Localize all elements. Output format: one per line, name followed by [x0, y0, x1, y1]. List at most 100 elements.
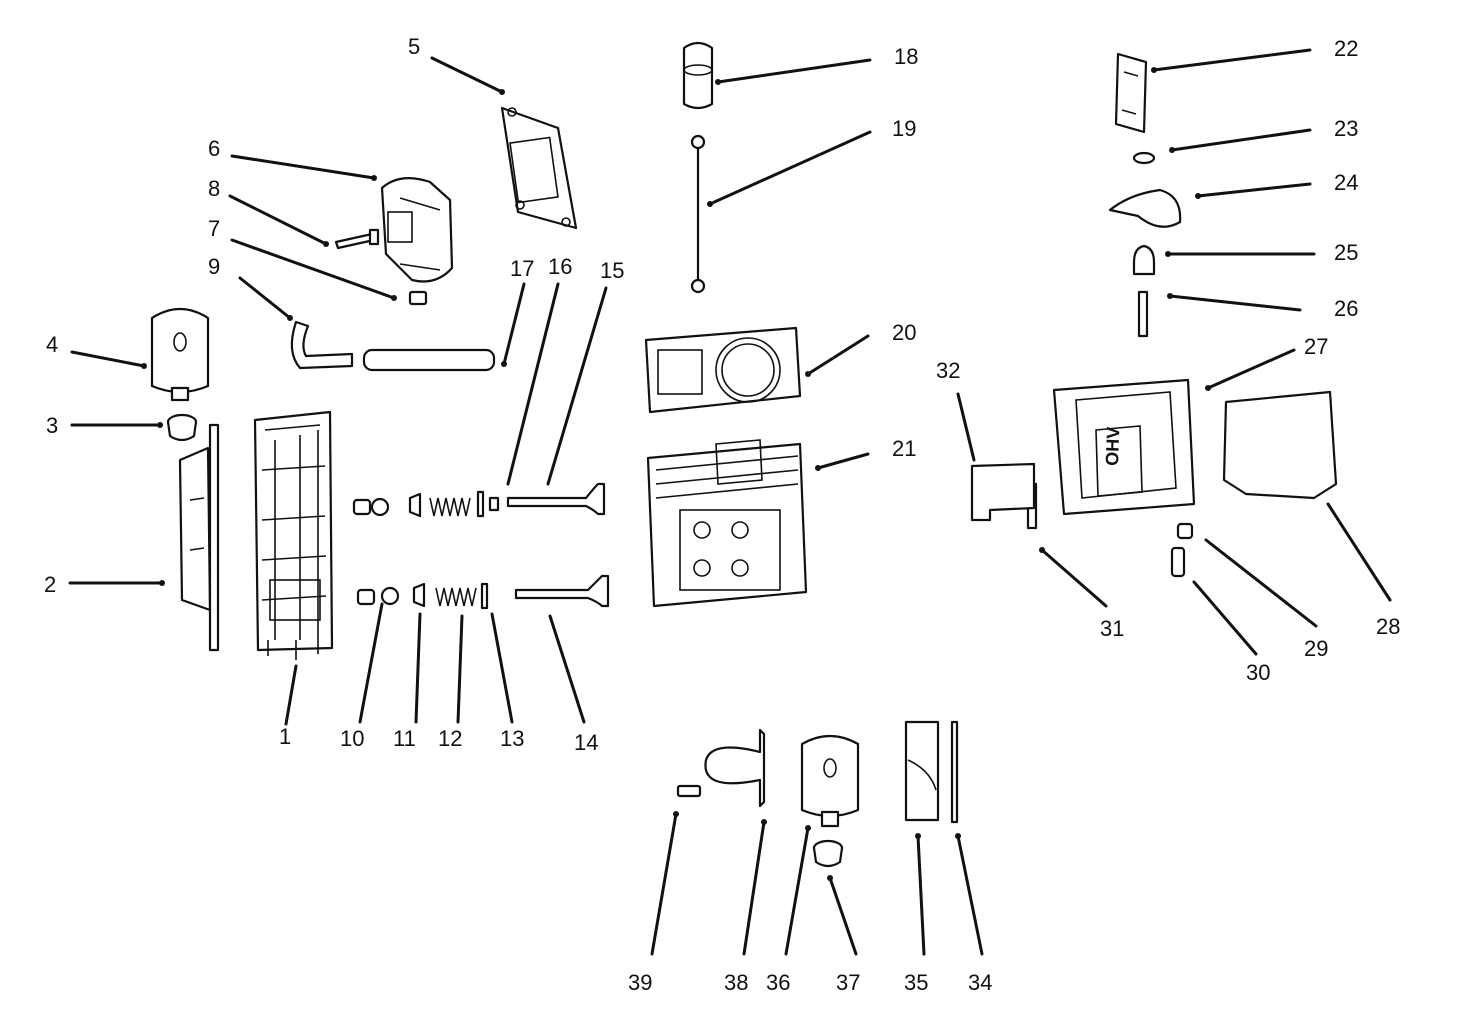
- leader-18: [716, 58, 872, 84]
- part-18-tappet: [682, 41, 714, 110]
- leader-19: [708, 130, 872, 206]
- callout-11: 11: [393, 726, 416, 751]
- part-23-washer: [1132, 151, 1156, 165]
- cover-logo-text: OHV: [1102, 426, 1123, 466]
- part-25-cap: [1132, 244, 1156, 276]
- leader-8: [228, 194, 328, 246]
- part-35-block: [904, 720, 940, 822]
- callout-24: 24: [1334, 170, 1358, 195]
- part-28-gasket: [1222, 390, 1338, 500]
- part-1-cylinder-head: [253, 410, 334, 660]
- callout-38: 38: [724, 970, 748, 995]
- callout-32: 32: [936, 358, 960, 383]
- leader-32: [956, 392, 976, 462]
- part-29-fitting: [1176, 522, 1194, 540]
- callout-3: 3: [46, 413, 58, 438]
- callout-35: 35: [904, 970, 928, 995]
- callout-15: 15: [600, 258, 624, 283]
- leader-22: [1152, 48, 1312, 72]
- leader-9: [238, 276, 292, 320]
- part-17-hose: [362, 348, 496, 372]
- valve-train-lower: [356, 582, 489, 610]
- part-30-fitting: [1170, 546, 1186, 578]
- callout-37: 37: [836, 970, 860, 995]
- part-20-head-gasket: [644, 326, 802, 414]
- part-19-pushrod: [690, 134, 706, 294]
- leader-39: [650, 812, 678, 956]
- callout-2: 2: [44, 572, 56, 597]
- leader-20: [806, 334, 870, 376]
- leader-27: [1206, 348, 1296, 390]
- leader-34: [956, 834, 984, 956]
- leader-21: [816, 452, 870, 470]
- leader-lines: [68, 48, 1392, 956]
- leader-13: [490, 612, 514, 724]
- part-36-canister: [800, 734, 860, 828]
- callout-29: 29: [1304, 636, 1328, 661]
- callout-27: 27: [1304, 334, 1328, 359]
- callout-25: 25: [1334, 240, 1358, 265]
- leader-15: [546, 286, 608, 486]
- callout-13: 13: [500, 726, 524, 751]
- callout-4: 4: [46, 332, 58, 357]
- part-14-valve: [514, 574, 610, 608]
- leader-11: [414, 612, 422, 724]
- callout-labels: 1 2 3 4 5 6 7 8 9 10 11 12 13 14 15 16 1…: [44, 34, 1400, 995]
- callout-28: 28: [1376, 614, 1400, 639]
- leader-4: [70, 350, 146, 368]
- callout-19: 19: [892, 116, 916, 141]
- part-15-valve: [506, 482, 606, 516]
- callout-26: 26: [1334, 296, 1358, 321]
- callout-23: 23: [1334, 116, 1358, 141]
- leader-1: [284, 664, 298, 726]
- callout-36: 36: [766, 970, 790, 995]
- leader-31: [1040, 548, 1108, 608]
- callout-12: 12: [438, 726, 462, 751]
- leader-36: [784, 826, 810, 956]
- part-7-nut: [408, 290, 428, 306]
- leader-35: [916, 834, 926, 956]
- callout-30: 30: [1246, 660, 1270, 685]
- leader-12: [456, 614, 464, 724]
- leader-29: [1204, 538, 1318, 628]
- part-2-side-plate: [178, 423, 220, 652]
- part-22-plate: [1114, 52, 1148, 134]
- callout-9: 9: [208, 254, 220, 279]
- callout-1: 1: [279, 724, 291, 749]
- callout-10: 10: [340, 726, 364, 751]
- part-8-bolt: [334, 228, 380, 250]
- callout-8: 8: [208, 176, 220, 201]
- callout-18: 18: [894, 44, 918, 69]
- part-9-elbow-hose: [290, 320, 354, 370]
- leader-14: [548, 614, 586, 724]
- part-39-screw: [676, 784, 702, 798]
- callout-5: 5: [408, 34, 420, 59]
- leader-28: [1326, 502, 1392, 602]
- callout-31: 31: [1100, 616, 1124, 641]
- part-27-valve-cover: OHV: [1052, 378, 1196, 516]
- leader-30: [1192, 580, 1258, 656]
- leader-6: [230, 154, 376, 180]
- callout-16: 16: [548, 254, 572, 279]
- callout-14: 14: [574, 730, 598, 755]
- callout-39: 39: [628, 970, 652, 995]
- leader-16: [506, 282, 560, 486]
- leader-17: [502, 282, 526, 366]
- valve-train-upper: [352, 490, 500, 518]
- leader-dots: [141, 67, 1211, 881]
- leader-24: [1196, 182, 1312, 198]
- leader-38: [742, 820, 766, 956]
- leader-23: [1170, 128, 1312, 152]
- part-3-cap: [166, 413, 198, 442]
- part-5-cover-plate: [500, 106, 578, 230]
- leader-7: [230, 238, 396, 300]
- callout-20: 20: [892, 320, 916, 345]
- part-24-clip: [1108, 188, 1182, 228]
- callout-17: 17: [510, 256, 534, 281]
- part-32-bracket: [970, 462, 1036, 522]
- leader-5: [430, 56, 504, 94]
- callout-34: 34: [968, 970, 992, 995]
- part-38-u-bracket: [704, 728, 766, 808]
